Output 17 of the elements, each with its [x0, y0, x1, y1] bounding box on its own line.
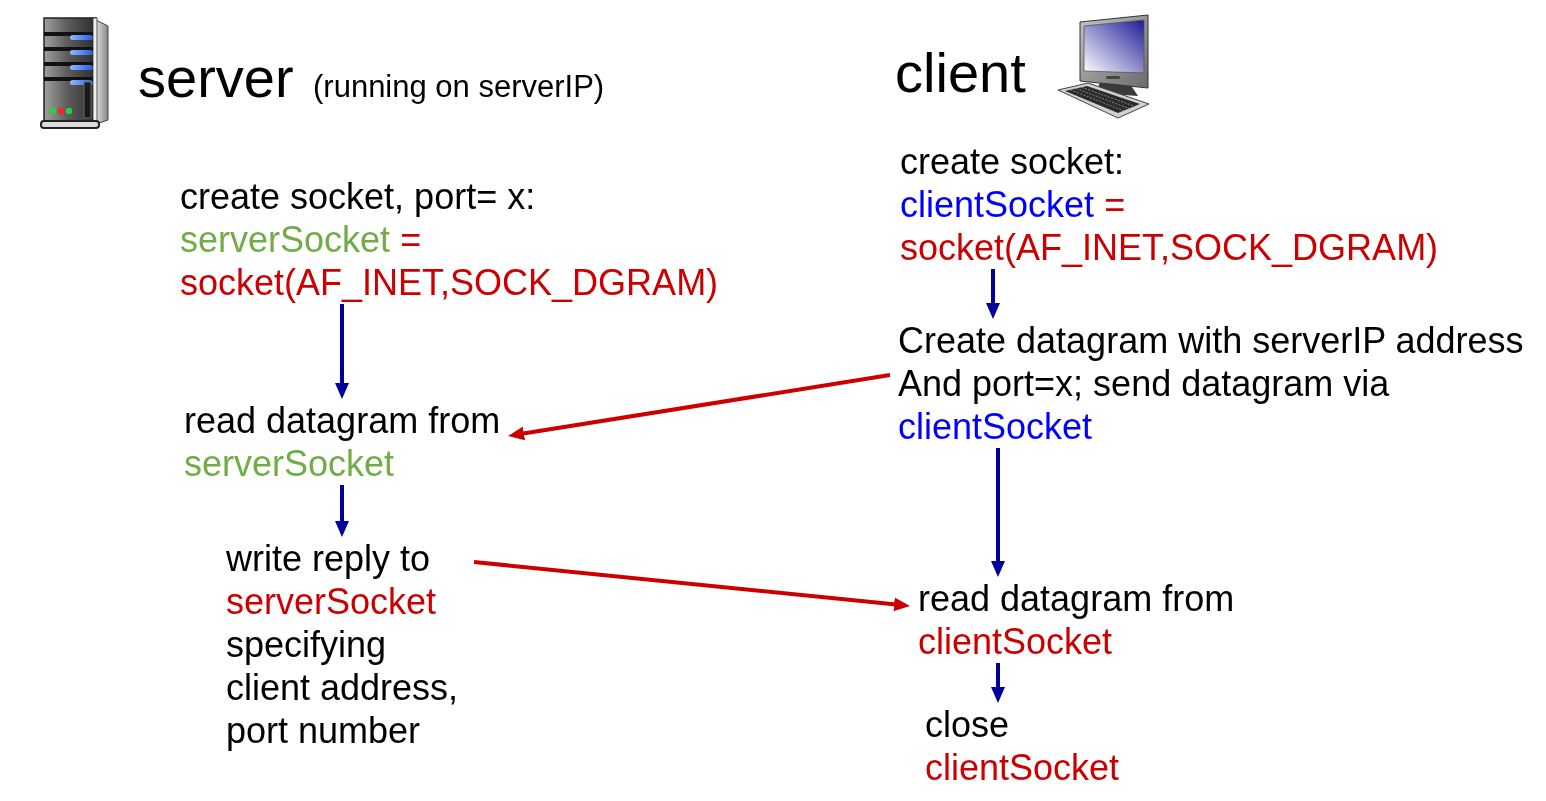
step-text: create socket: clientSocket = socket(AF_INET,SOCK_DGRAM): [900, 140, 1439, 269]
subtitle-text: (running on serverIP): [313, 71, 605, 102]
arrow: [991, 663, 1005, 703]
arrow: [473, 560, 911, 612]
heading-text: server: [138, 50, 294, 106]
step-text: create socket, port= x: serverSocket = socket(AF_INET,SOCK_DGRAM): [180, 175, 719, 304]
arrow: [986, 269, 1000, 319]
arrow: [335, 304, 349, 399]
step-text: Create datagram with serverIP address And port=x; send datagram via clientSocket: [898, 319, 1534, 448]
step-text: read datagram from serverSocket: [184, 399, 501, 485]
heading-text: client: [895, 45, 1026, 101]
step-text: close clientSocket: [925, 703, 1120, 789]
arrow: [335, 485, 349, 537]
arrow: [991, 448, 1005, 577]
step-text: write reply to serverSocket specifying client address, port number: [226, 537, 466, 752]
step-text: read datagram from clientSocket: [918, 577, 1235, 663]
arrow: [507, 373, 891, 441]
